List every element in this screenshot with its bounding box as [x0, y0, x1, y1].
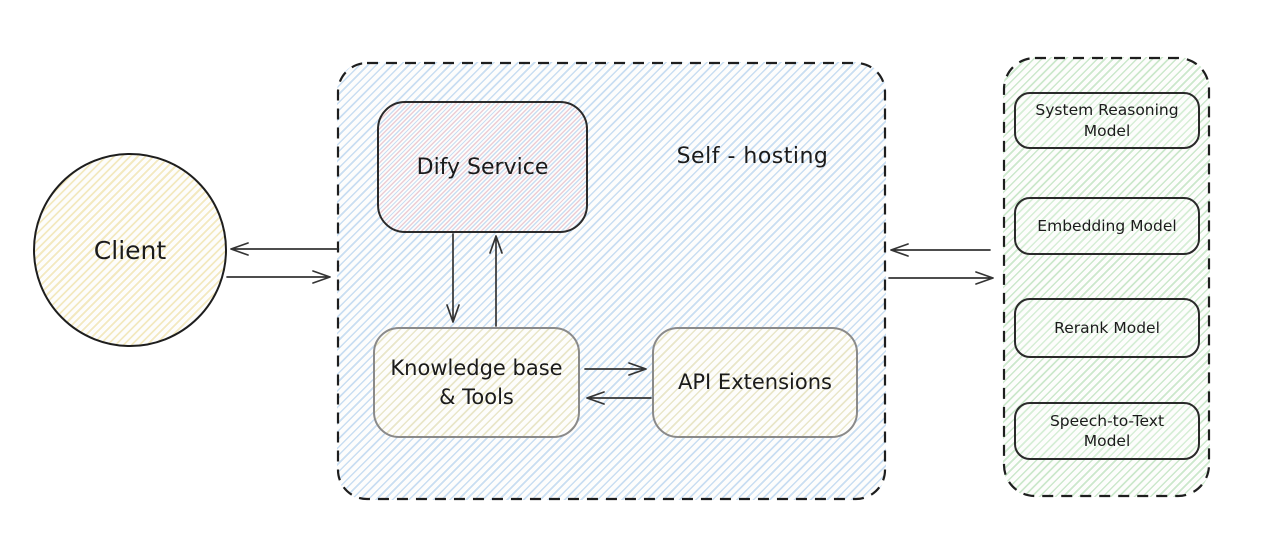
arrow-client-to-selfhost — [226, 270, 331, 284]
dify-service-node: Dify Service — [377, 101, 588, 233]
rerank-model-node: Rerank Model — [1014, 298, 1200, 358]
system-reasoning-model-node: System Reasoning Model — [1014, 92, 1200, 149]
client-label: Client — [93, 235, 167, 265]
knowledge-base-tools-node: Knowledge base & Tools — [373, 327, 580, 438]
speech-to-text-model-node: Speech-to-Text Model — [1014, 402, 1200, 460]
speech-to-text-model-label: Speech-to-Text Model — [1049, 411, 1165, 450]
self-hosting-container: Self - hosting Dify Service Knowledge ba… — [337, 62, 886, 500]
dify-service-label: Dify Service — [416, 154, 549, 180]
system-reasoning-model-label: System Reasoning Model — [1035, 101, 1179, 140]
arrow-selfhost-to-client — [230, 242, 338, 256]
client-node: Client — [33, 153, 227, 347]
rerank-model-label: Rerank Model — [1054, 318, 1160, 337]
embedding-model-label: Embedding Model — [1037, 216, 1177, 235]
embedding-model-node: Embedding Model — [1014, 197, 1200, 255]
models-container: System Reasoning Model Embedding Model R… — [1003, 57, 1210, 497]
api-extensions-label: API Extensions — [678, 370, 832, 395]
knowledge-base-tools-label: Knowledge base & Tools — [390, 356, 563, 409]
arrow-selfhost-to-models — [888, 271, 994, 285]
arrow-models-to-selfhost — [890, 243, 991, 257]
api-extensions-node: API Extensions — [652, 327, 858, 438]
self-hosting-title: Self - hosting — [676, 144, 829, 169]
